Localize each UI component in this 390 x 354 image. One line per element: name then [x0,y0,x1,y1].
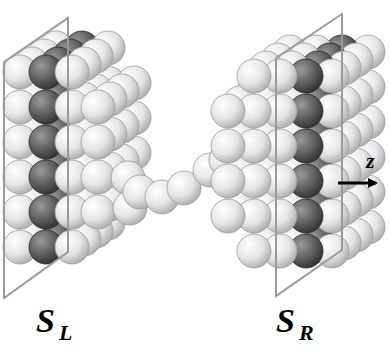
atom [81,90,115,124]
atom [237,59,271,93]
atom [55,55,89,89]
atom [81,125,115,159]
atom-spheres [3,31,385,268]
plane-symbol: S [36,304,55,338]
atom [81,195,115,229]
plane-subscript: L [59,322,72,344]
atom [211,164,245,198]
atom [211,199,245,233]
atom [237,234,271,268]
atom [211,129,245,163]
z-axis-arrow [338,182,376,185]
plane-right [276,14,342,296]
plane-subscript: R [299,322,314,344]
atom [211,94,245,128]
plane-symbol: S [276,304,295,338]
axis-label: z [366,150,375,172]
atom [81,160,115,194]
plane-left [4,18,68,298]
